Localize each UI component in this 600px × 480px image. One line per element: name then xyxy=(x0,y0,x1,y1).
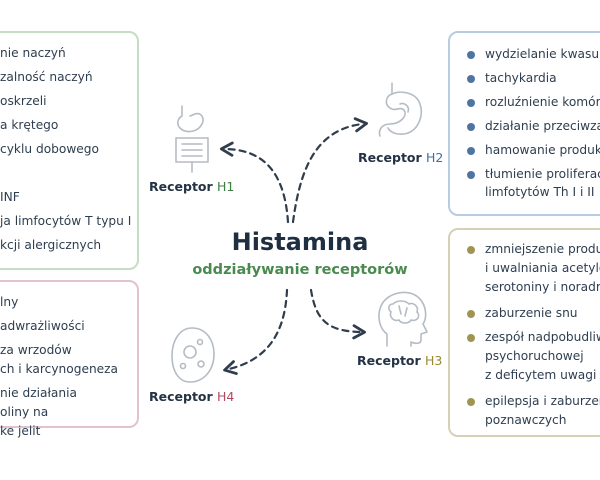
h1-effect-line: cyklu dobowego xyxy=(0,142,99,156)
h2-effect-line: tłumienie proliferacj xyxy=(485,167,600,181)
h3-effect-line: epilepsja i zaburzeni xyxy=(485,394,600,408)
h3-effect-line: zaburzenie snu xyxy=(485,306,578,320)
h4-effect-line: ke jelit xyxy=(0,424,41,438)
h3-effect-line: zespół nadpobudliw xyxy=(485,330,600,344)
receptor-number: H3 xyxy=(425,353,443,368)
h3-effect-line: serotoniny i noradre xyxy=(485,280,600,294)
h1-effect-line: zalność naczyń xyxy=(0,70,93,84)
arrow-to-h1 xyxy=(219,141,290,224)
h1-effect-line: a krętego xyxy=(0,118,59,132)
receptor-word: Receptor xyxy=(149,389,213,404)
h4-effect-line: za wrzodów xyxy=(0,343,72,357)
brain-head-icon xyxy=(378,291,428,347)
receptor-h4-label: Receptor H4 xyxy=(149,389,234,404)
diagram-subtitle: oddziaływanie receptorów xyxy=(192,262,408,278)
h1-effect-line: kcji alergicznych xyxy=(0,238,102,252)
h3-effect-line: i uwalniania acetylo xyxy=(485,261,600,275)
stomach-icon xyxy=(378,82,422,137)
h1-effect-line: ja limfocytów T typu I xyxy=(0,214,132,228)
arrow-to-h3 xyxy=(309,288,367,340)
bullet-dot xyxy=(467,147,475,155)
cell-icon xyxy=(171,327,215,383)
h3-effect-line: z deficytem uwagi xyxy=(485,368,597,382)
stomach-intestines-icon xyxy=(175,105,209,173)
h1-effect-line: nie naczyń xyxy=(0,46,66,60)
h1-effect-line: oskrzeli xyxy=(0,94,47,108)
receptor-number: H2 xyxy=(426,150,444,165)
h2-effect-line: wydzielanie kwasu s xyxy=(485,47,600,61)
h3-effect-line: psychoruchowej xyxy=(485,349,584,363)
receptor-word: Receptor xyxy=(358,150,422,165)
h1-effect-line: INF xyxy=(0,190,20,204)
receptor-word: Receptor xyxy=(357,353,421,368)
h3-effect-line: zmniejszenie produk xyxy=(485,242,600,256)
h2-effect-line: hamowanie produko xyxy=(485,143,600,157)
bullet-dot xyxy=(467,310,475,318)
bullet-dot xyxy=(467,51,475,59)
receptor-h3-label: Receptor H3 xyxy=(357,353,442,368)
h2-effect-line: rozluźnienie komóre xyxy=(485,95,600,109)
h4-effect-line: ch i karcynogeneza xyxy=(0,362,119,376)
receptor-number: H1 xyxy=(217,179,235,194)
arrow-to-h2 xyxy=(291,117,368,224)
h4-effect-line: oliny na xyxy=(0,405,49,419)
h4-effect-line: lny xyxy=(0,295,19,309)
receptor-h2-label: Receptor H2 xyxy=(358,150,443,165)
arrow-to-h4 xyxy=(223,288,289,375)
h2-effect-line: tachykardia xyxy=(485,71,557,85)
h2-effect-line: limfotytów Th I i II xyxy=(485,185,595,199)
bullet-dot xyxy=(467,99,475,107)
receptor-word: Receptor xyxy=(149,179,213,194)
h4-effects-box xyxy=(0,280,139,428)
h3-effect-line: poznawczych xyxy=(485,413,567,427)
receptor-number: H4 xyxy=(217,389,235,404)
h1-effects-box xyxy=(0,31,139,270)
h2-effect-line: działanie przeciwzap xyxy=(485,119,600,133)
bullet-dot xyxy=(467,75,475,83)
bullet-dot xyxy=(467,123,475,131)
receptor-h1-label: Receptor H1 xyxy=(149,179,234,194)
h4-effect-line: nie działania xyxy=(0,386,77,400)
diagram-title: Histamina xyxy=(231,228,369,256)
bullet-dot xyxy=(467,398,475,406)
bullet-dot xyxy=(467,171,475,179)
bullet-dot xyxy=(467,246,475,254)
bullet-dot xyxy=(467,334,475,342)
h4-effect-line: adwrażliwości xyxy=(0,319,85,333)
